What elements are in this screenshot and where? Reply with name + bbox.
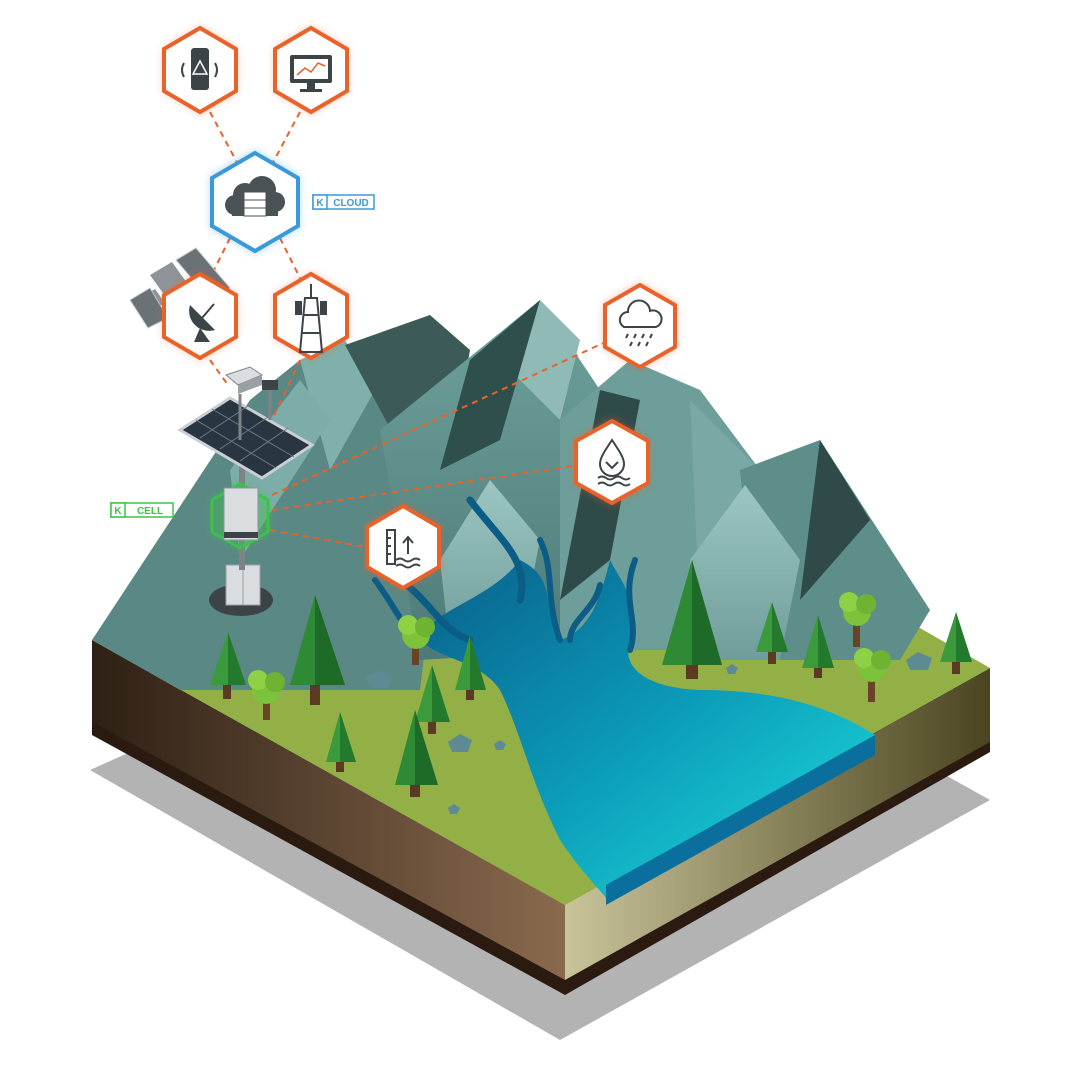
node-cloud-server (210, 150, 300, 254)
node-alert-phone (163, 26, 237, 114)
k-cloud-k: K (316, 198, 324, 209)
node-rain-sensor (603, 282, 677, 370)
k-cell-label: K CELL (111, 503, 173, 517)
k-cloud-text: CLOUD (333, 198, 369, 209)
node-monitor (274, 26, 348, 114)
k-cell-text: CELL (137, 506, 163, 517)
k-cell-k: K (114, 506, 122, 517)
k-cloud-label: K CLOUD (313, 195, 374, 209)
